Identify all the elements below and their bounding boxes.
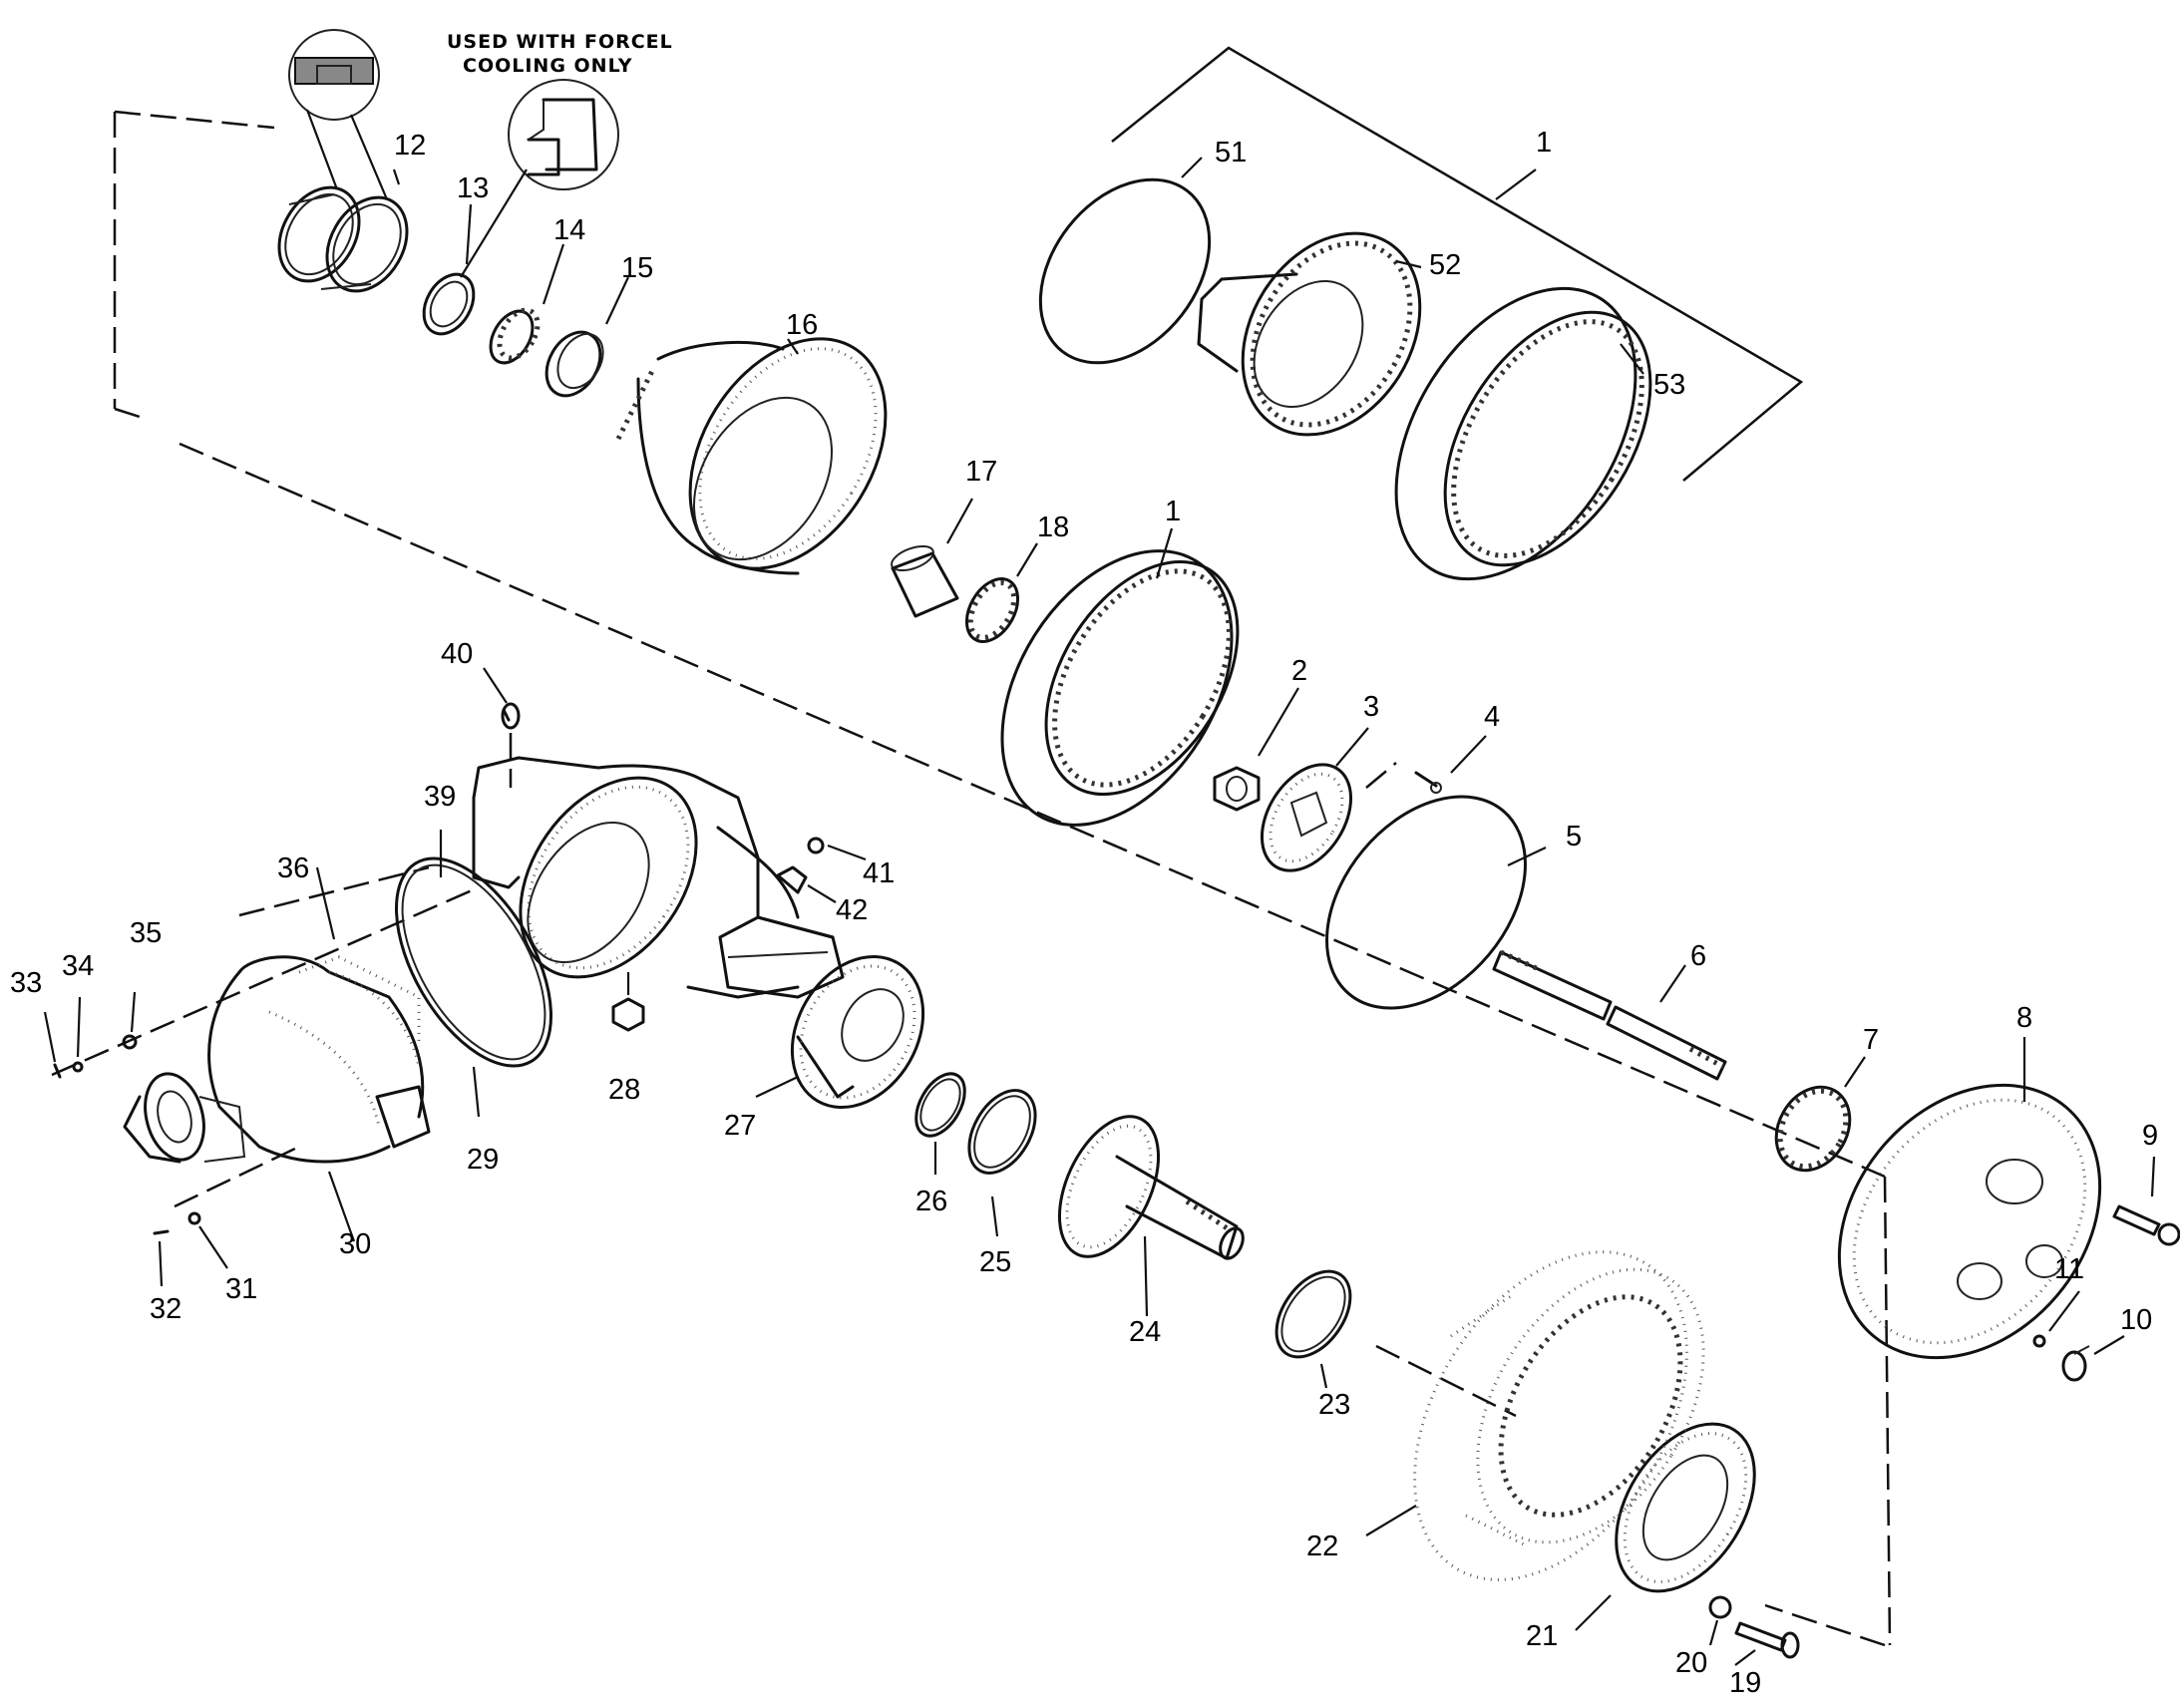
part-53-ring-gear [1394, 286, 1652, 581]
part-42-plug [776, 865, 837, 903]
callout-27: 27 [724, 1110, 756, 1142]
callout-23: 23 [1318, 1389, 1350, 1421]
callout-34: 34 [62, 950, 94, 982]
part-28-fitting [611, 972, 645, 1032]
part-13-seal [422, 203, 476, 336]
callout-16: 16 [786, 309, 818, 341]
callout-9: 9 [2142, 1120, 2158, 1152]
part-51-o-ring [1038, 157, 1212, 365]
callout-14: 14 [553, 214, 585, 246]
callout-31: 31 [225, 1273, 257, 1305]
callout-8: 8 [2016, 1002, 2032, 1034]
callout-52: 52 [1429, 249, 1461, 281]
part-35-nut [122, 991, 138, 1050]
assembly-1-bracket [1111, 46, 1804, 482]
callout-10: 10 [2120, 1304, 2152, 1336]
callout-6: 6 [1690, 940, 1706, 972]
part-1-ring-gear-hub [1000, 527, 1240, 827]
callout-41: 41 [863, 857, 895, 889]
part-21-ring-plate [1575, 1422, 1756, 1631]
part-32-bolt [153, 1229, 170, 1287]
callout-3: 3 [1363, 691, 1379, 723]
callout-19: 19 [1729, 1667, 1761, 1699]
part-24-spindle [1057, 1115, 1245, 1317]
part-25-seal [967, 1089, 1037, 1237]
part-20-nut [1708, 1595, 1732, 1646]
part-34-washer [72, 996, 84, 1073]
part-31-stud [187, 1211, 228, 1269]
callout-1-top: 1 [1536, 127, 1552, 159]
part-33-bolt [43, 1011, 62, 1079]
part-3-lock-washer [1260, 727, 1369, 872]
callout-24: 24 [1129, 1316, 1161, 1348]
note-line-1: USED WITH FORCEL [447, 31, 673, 53]
callout-36: 36 [277, 853, 309, 884]
callout-4: 4 [1484, 701, 1500, 733]
seal-section-detail [288, 29, 389, 200]
part-30-differential-carrier [123, 866, 431, 1242]
callout-30: 30 [339, 1228, 371, 1260]
part-18-bearing-cone [964, 542, 1038, 643]
part-9-bolt [2112, 1156, 2180, 1246]
part-7-sun-gear [1774, 1056, 1866, 1173]
part-17-bearing-cup [891, 498, 973, 618]
callout-17: 17 [965, 456, 997, 488]
callout-35: 35 [130, 917, 162, 949]
forced-cooling-detail [460, 79, 619, 278]
callout-22: 22 [1306, 1531, 1338, 1562]
callout-13: 13 [457, 172, 489, 204]
assembly-guide-lines [51, 110, 1892, 1647]
part-2-hex-nut [1213, 687, 1299, 812]
part-14-bearing-cone [489, 243, 565, 365]
callout-33: 33 [10, 967, 42, 999]
callout-28: 28 [608, 1074, 640, 1106]
callout-20: 20 [1675, 1647, 1707, 1679]
part-52-planet-carrier [1197, 231, 1422, 437]
part-22-brake-housing [1365, 1250, 1705, 1581]
callout-29: 29 [467, 1144, 499, 1176]
part-19-wheel-bolt [1734, 1621, 1800, 1666]
callout-18: 18 [1037, 512, 1069, 543]
callout-42: 42 [836, 894, 868, 926]
callout-21: 21 [1526, 1620, 1558, 1652]
callout-5: 5 [1566, 821, 1582, 853]
part-29-gasket [395, 856, 552, 1118]
callout-12: 12 [394, 130, 426, 162]
callout-25: 25 [979, 1246, 1011, 1278]
forced-cooling-note: USED WITH FORCEL COOLING ONLY [447, 31, 673, 77]
part-8-planet-carrier-cover [1837, 1037, 2102, 1360]
callout-2: 2 [1291, 655, 1307, 687]
part-15-bearing-cup [545, 276, 629, 398]
axle-housing [472, 756, 925, 1109]
callout-26: 26 [915, 1186, 947, 1217]
callout-51: 51 [1215, 137, 1247, 169]
callout-32: 32 [150, 1293, 182, 1325]
part-5-o-ring [1325, 795, 1547, 1010]
callout-11: 11 [2054, 1253, 2084, 1285]
part-41-fitting [807, 837, 867, 861]
note-line-2: COOLING ONLY [463, 55, 633, 77]
part-23-snap-ring [1274, 1269, 1352, 1389]
part-6-axle-shaft [1492, 949, 1727, 1081]
callout-1-mid: 1 [1165, 496, 1181, 527]
part-10-plug [2061, 1335, 2125, 1382]
part-12-seal-rings [277, 169, 409, 293]
part-4-screw [1365, 735, 1487, 794]
part-11-washer [2032, 1290, 2080, 1348]
callout-39: 39 [424, 781, 456, 813]
callout-7: 7 [1863, 1024, 1879, 1056]
callout-40: 40 [441, 638, 473, 670]
callout-15: 15 [621, 252, 653, 284]
part-26-seal [914, 1072, 966, 1175]
part-16-wheel-hub [615, 337, 888, 575]
callout-53: 53 [1653, 369, 1685, 401]
callout-labels: 1 51 52 53 12 13 14 15 16 17 18 1 2 3 4 … [10, 127, 2158, 1699]
part-40-breather [483, 667, 521, 788]
